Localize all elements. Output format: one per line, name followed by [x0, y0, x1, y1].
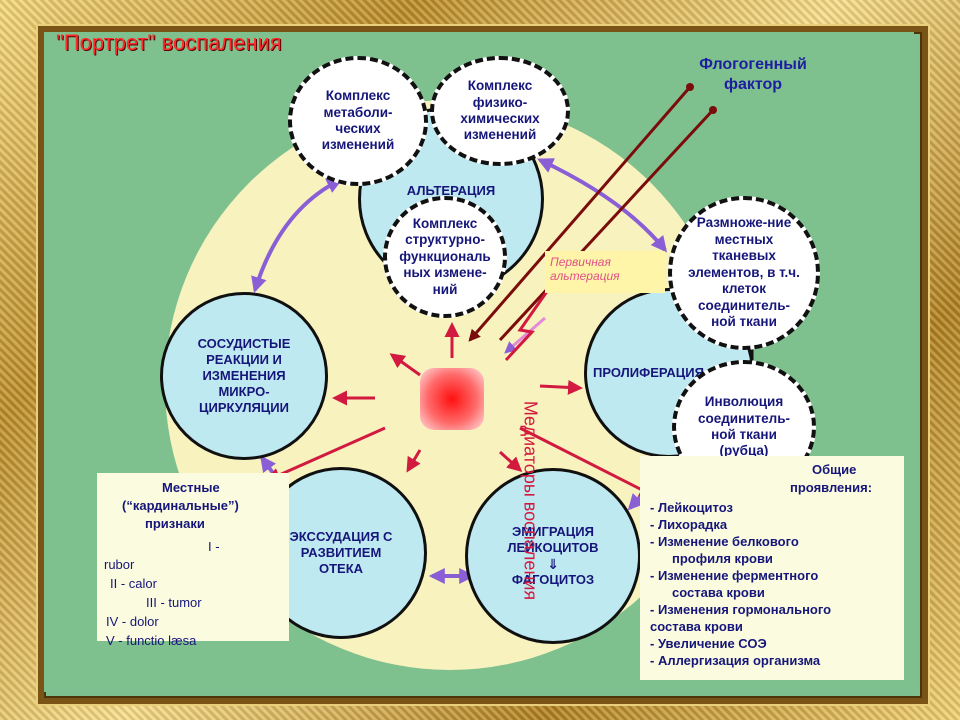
- central-irritant-icon: [420, 368, 484, 430]
- alteration-label: АЛЬТЕРАЦИЯ: [406, 183, 496, 198]
- general-item-2: - Лихорадка: [650, 517, 728, 532]
- exudation-label: ЭКССУДАЦИЯ С РАЗВИТИЕМ ОТЕКА: [289, 529, 393, 576]
- local-signs-box: [97, 473, 289, 641]
- radial-arrow-downleft: [406, 449, 422, 473]
- lightning-bolt-icon: [504, 289, 550, 362]
- cycle-arrow-alteration-vascular: [251, 178, 343, 294]
- reproduction-label: Размноже-ние местных тканевых элементов,…: [688, 215, 800, 330]
- vascular-circle: СОСУДИСТЫЕ РЕАКЦИИ И ИЗМЕНЕНИЯ МИКРО-ЦИР…: [160, 292, 328, 460]
- complex-metabolic-circle: Комплекс метаболи-ческих изменений: [288, 56, 428, 186]
- involution-label: Инволюция соединитель-ной ткани (рубца): [697, 394, 791, 459]
- radial-arrow-right: [539, 379, 583, 395]
- general-item-1: - Лейкоцитоз: [650, 500, 733, 515]
- general-item-10: - Аллергизация организма: [650, 653, 821, 668]
- complex-metabolic-label: Комплекс метаболи-ческих изменений: [321, 88, 395, 153]
- down-arrow-icon: ⇓: [547, 555, 559, 572]
- general-item-5: - Изменение ферментного: [650, 568, 819, 583]
- radial-arrow-longright: [519, 426, 655, 497]
- local-signs-title-3: признаки: [145, 516, 205, 531]
- mediators-vertical-label: Медиаторы воспаления: [520, 400, 541, 601]
- general-item-7: - Изменения гормонального: [650, 602, 832, 617]
- primary-alteration-box: [545, 251, 665, 293]
- reproduction-circle: Размноже-ние местных тканевых элементов,…: [668, 196, 820, 350]
- general-item-6: состава крови: [672, 585, 765, 600]
- local-signs-title-2: (“кардинальные”): [122, 498, 239, 513]
- factor-dot-1: [686, 83, 694, 91]
- local-sign-3: III - tumor: [146, 595, 202, 610]
- general-item-8: состава крови: [650, 619, 743, 634]
- vascular-label: СОСУДИСТЫЕ РЕАКЦИИ И ИЗМЕНЕНИЯ МИКРО-ЦИР…: [197, 336, 291, 415]
- slide-title: "Портрет" воспаления: [56, 30, 282, 55]
- general-item-4: профиля крови: [672, 551, 773, 566]
- emigration-label: ЭМИГРАЦИЯ ЛЕЙКОЦИТОВ: [507, 524, 599, 556]
- general-manifestations-box: [640, 456, 904, 680]
- radial-arrow-upleft: [389, 353, 421, 377]
- local-sign-2: II - calor: [110, 576, 157, 591]
- radial-arrow-longleft: [265, 426, 386, 482]
- factor-line-2: [498, 108, 715, 342]
- general-title-2: проявления:: [790, 480, 873, 495]
- local-sign-4: IV - dolor: [106, 614, 159, 629]
- factor-dot-2: [709, 106, 717, 114]
- complex-physchem-circle: Комплекс физико-химических изменений: [430, 56, 570, 166]
- local-sign-1: I - rubor: [104, 539, 220, 572]
- radial-arrow-down: [498, 450, 523, 473]
- cycle-arrow-alteration-proliferation: [537, 158, 667, 253]
- local-signs-title-1: Местные: [162, 480, 220, 495]
- proliferation-label: ПРОЛИФЕРАЦИЯ: [593, 365, 704, 381]
- complex-structural-label: Комплекс структурно-функциональ ных изме…: [399, 215, 491, 297]
- primary-alteration-label: Первичная альтерация: [550, 255, 620, 283]
- factor-line-1: [468, 86, 692, 342]
- mediators-pink-arrow: [504, 316, 546, 354]
- complex-structural-circle: Комплекс структурно-функциональ ных изме…: [383, 196, 507, 318]
- general-item-9: - Увеличение СОЭ: [650, 636, 767, 651]
- complex-physchem-label: Комплекс физико-химических изменений: [460, 78, 540, 143]
- phlogogenic-factor-label: Флогогенный фактор: [699, 56, 807, 93]
- general-title-1: Общие: [812, 462, 857, 477]
- local-sign-5: V - functio læsa: [106, 633, 197, 648]
- emigration-circle: ЭМИГРАЦИЯ ЛЕЙКОЦИТОВ ⇓ ФАГОЦИТОЗ: [465, 468, 641, 644]
- general-item-3: - Изменение белкового: [650, 534, 799, 549]
- phagocytosis-label: ФАГОЦИТОЗ: [511, 571, 595, 587]
